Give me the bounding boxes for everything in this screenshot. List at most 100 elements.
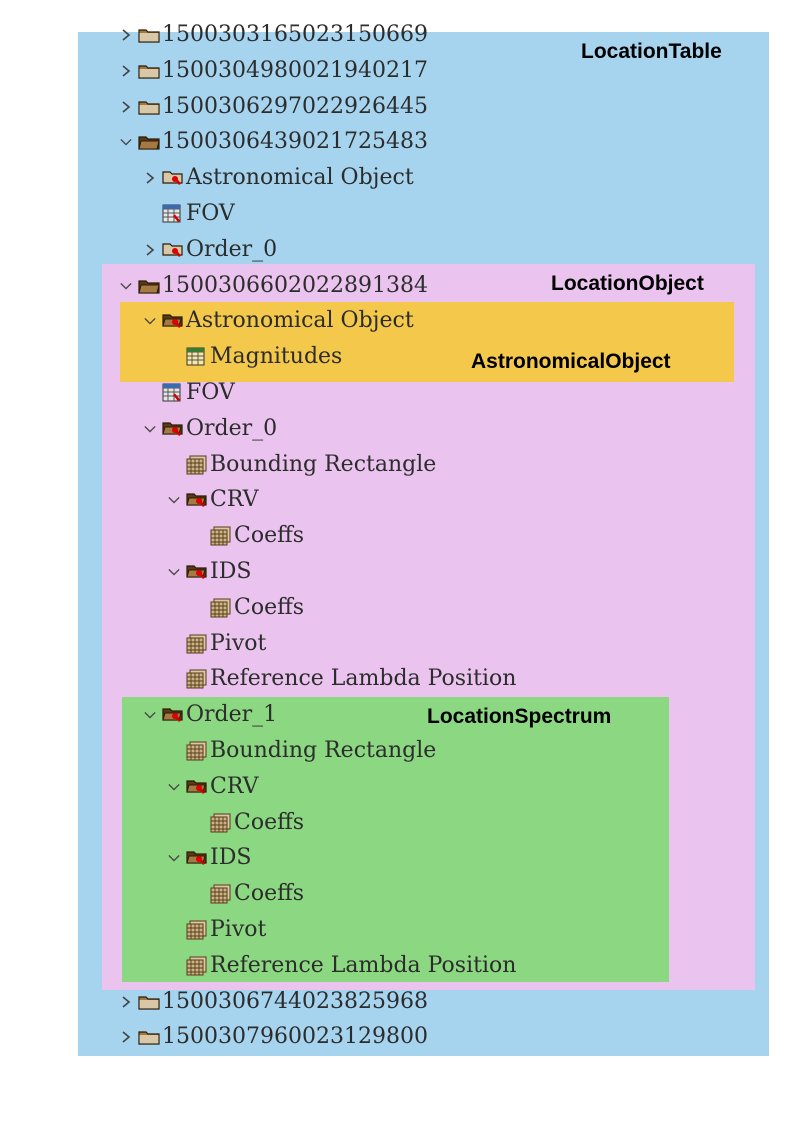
chevron-right-icon[interactable] — [120, 1020, 132, 1054]
chevron-down-icon[interactable] — [168, 770, 180, 804]
tree-row[interactable]: 1500306439021725483 — [120, 125, 428, 159]
tree-item-label: 1500306744023825968 — [162, 988, 428, 1014]
table-icon — [162, 197, 184, 231]
folder-open-icon — [138, 125, 160, 159]
chevron-right-icon[interactable] — [144, 161, 156, 195]
group-icon — [162, 233, 184, 267]
tree-item-label: 1500306439021725483 — [162, 129, 428, 155]
tree-row[interactable]: FOV — [144, 197, 235, 231]
tree-item-label: CRV — [210, 487, 259, 513]
tree-item-label: Magnitudes — [210, 344, 343, 370]
folder-icon — [138, 985, 160, 1019]
location-table-label: LocationTable — [581, 40, 722, 63]
chevron-down-icon[interactable] — [168, 841, 180, 875]
tree-item-label: Astronomical Object — [186, 308, 414, 334]
tree-row[interactable]: CRV — [168, 483, 259, 517]
group-open-icon — [162, 698, 184, 732]
tree-row[interactable]: Magnitudes — [168, 340, 342, 374]
tree-spacer — [168, 913, 180, 947]
tree-spacer — [168, 949, 180, 983]
tree-item-label: FOV — [186, 201, 235, 226]
tree-item-label: Bounding Rectangle — [210, 738, 437, 763]
tree-item-label: 1500307960023129800 — [162, 1024, 428, 1050]
tree-row[interactable]: Pivot — [168, 913, 266, 947]
dataset-icon — [210, 519, 232, 553]
tree-item-label: Coeffs — [234, 523, 305, 549]
chevron-down-icon[interactable] — [144, 412, 156, 446]
tree-row[interactable]: 1500304980021940217 — [120, 54, 428, 88]
tree-row[interactable]: IDS — [168, 555, 251, 589]
tree-item-label: Coeffs — [234, 594, 305, 620]
tree-spacer — [168, 627, 180, 661]
chevron-down-icon[interactable] — [120, 269, 132, 303]
tree-spacer — [144, 376, 156, 410]
group-open-icon — [186, 555, 208, 589]
tree-row[interactable]: Order_1 — [144, 698, 277, 732]
group-open-icon — [186, 483, 208, 517]
chevron-right-icon[interactable] — [120, 985, 132, 1019]
dataset-icon — [210, 877, 232, 911]
table-icon — [162, 376, 184, 410]
tree-spacer — [168, 734, 180, 768]
tree-row[interactable]: 1500306602022891384 — [120, 269, 428, 303]
dataset-icon — [186, 734, 208, 768]
tree-row[interactable]: FOV — [144, 376, 235, 410]
tree-item-label: FOV — [186, 380, 235, 405]
tree-spacer — [192, 806, 204, 840]
tree-item-label: 150030316502315​0669 — [162, 22, 428, 47]
chevron-right-icon[interactable] — [120, 90, 132, 124]
group-open-icon — [186, 841, 208, 875]
tree-spacer — [168, 340, 180, 374]
tree-row[interactable]: Coeffs — [192, 519, 304, 553]
tree-row[interactable]: 150030316502315​0669 — [120, 18, 428, 52]
tree-row[interactable]: Bounding Rectangle — [168, 448, 436, 482]
location-spectrum-region — [122, 697, 669, 982]
group-open-icon — [162, 412, 184, 446]
dataset-icon — [210, 591, 232, 625]
astronomical-object-region — [120, 302, 734, 382]
tree-row[interactable]: Coeffs — [192, 806, 304, 840]
chevron-down-icon[interactable] — [168, 555, 180, 589]
tree-row[interactable]: Coeffs — [192, 591, 304, 625]
tree-row[interactable]: Coeffs — [192, 877, 304, 911]
group-icon — [162, 161, 184, 195]
tree-item-label: 1500306297022926445 — [162, 93, 428, 119]
folder-icon — [138, 90, 160, 124]
tree-row[interactable]: 1500306744023825968 — [120, 985, 428, 1019]
tree-row[interactable]: Order_0 — [144, 412, 277, 446]
tree-row[interactable]: IDS — [168, 841, 251, 875]
tree-row[interactable]: 1500307960023129800 — [120, 1020, 428, 1054]
tree-item-label: CRV — [210, 773, 259, 799]
tree-item-label: IDS — [210, 559, 252, 584]
tree-row[interactable]: Pivot — [168, 627, 266, 661]
tree-row[interactable]: Bounding Rectangle — [168, 734, 436, 768]
tree-row[interactable]: Astronomical Object — [144, 304, 414, 338]
tree-item-label: Pivot — [210, 630, 267, 656]
dataset-icon — [186, 627, 208, 661]
tree-item-label: Reference Lambda Position — [210, 666, 517, 692]
tree-item-label: IDS — [210, 845, 252, 871]
tree-row[interactable]: Reference Lambda Position — [168, 949, 516, 983]
tree-spacer — [192, 519, 204, 553]
dataset-icon — [210, 806, 232, 840]
tree-spacer — [144, 197, 156, 231]
chevron-down-icon[interactable] — [144, 304, 156, 338]
astronomical-object-label: AstronomicalObject — [471, 350, 671, 373]
chevron-right-icon[interactable] — [144, 233, 156, 267]
tree-item-label: Order_0 — [186, 236, 278, 262]
tree-item-label: Order_1 — [186, 702, 278, 728]
tree-row[interactable]: 1500306297022926445 — [120, 90, 428, 124]
tree-spacer — [168, 662, 180, 696]
chevron-right-icon[interactable] — [120, 54, 132, 88]
tree-item-label: Astronomical Object — [186, 165, 414, 191]
chevron-down-icon[interactable] — [168, 483, 180, 517]
chevron-down-icon[interactable] — [120, 125, 132, 159]
tree-item-label: Pivot — [210, 917, 267, 942]
tree-row[interactable]: CRV — [168, 770, 259, 804]
chevron-down-icon[interactable] — [144, 698, 156, 732]
tree-row[interactable]: Astronomical Object — [144, 161, 414, 195]
tree-item-label: Order_0 — [186, 415, 278, 441]
tree-row[interactable]: Reference Lambda Position — [168, 662, 516, 696]
chevron-right-icon[interactable] — [120, 18, 132, 52]
tree-row[interactable]: Order_0 — [144, 233, 277, 267]
